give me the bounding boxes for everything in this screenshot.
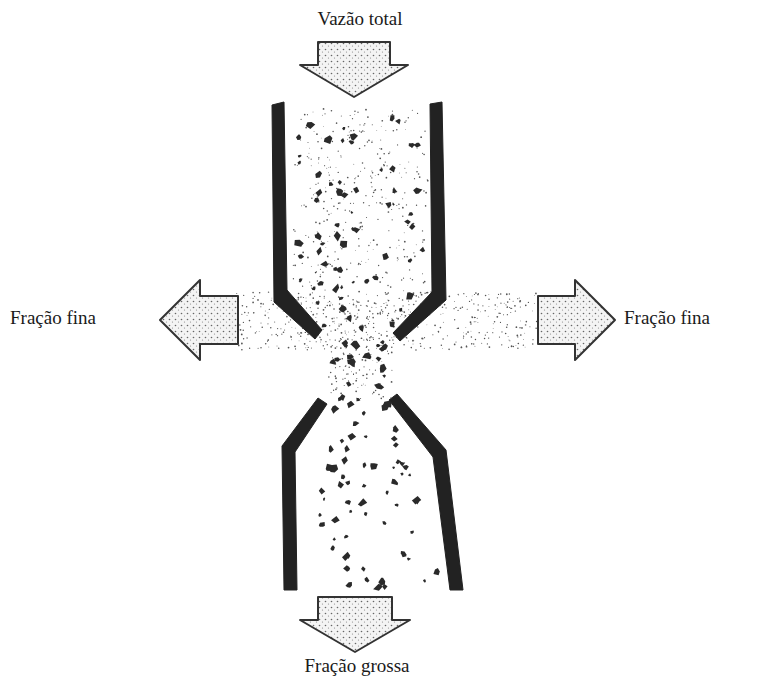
fine-arrow-right bbox=[538, 280, 615, 360]
coarse-label: Fração grossa bbox=[305, 655, 410, 678]
fine-arrow-left bbox=[160, 280, 238, 360]
fine-label: Fração fina bbox=[624, 307, 710, 330]
inlet-arrow bbox=[300, 42, 408, 97]
flow-arrows bbox=[160, 42, 615, 652]
separator-walls bbox=[272, 102, 463, 590]
fine-label: Fração fina bbox=[10, 307, 96, 330]
inlet-label: Vazão total bbox=[318, 8, 403, 31]
coarse-arrow bbox=[300, 597, 410, 652]
